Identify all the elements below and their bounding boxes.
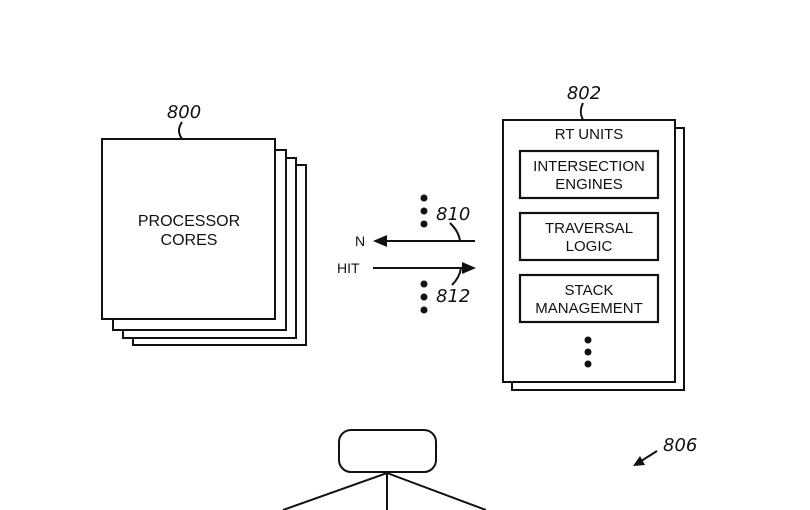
tree-root-node: [338, 429, 437, 473]
intersection-engines-line1: INTERSECTION: [533, 158, 645, 175]
leader-812: [451, 267, 462, 286]
bottom-dot-1: [420, 280, 428, 288]
top-dot-1: [420, 194, 428, 202]
top-dot-3: [420, 220, 428, 228]
tree-edge-right: [386, 472, 487, 510]
processor-sheet-1: [101, 138, 276, 320]
processor-label-line1: PROCESSOR: [138, 213, 240, 230]
ref-812: 812: [436, 286, 470, 307]
traversal-logic-box: [518, 211, 660, 262]
bottom-dot-2: [420, 293, 428, 301]
rt-units-title: RT UNITS: [555, 126, 624, 143]
hit-label: HIT: [337, 260, 360, 276]
rt-units-stack: RT UNITS INTERSECTION ENGINES TRAVERSAL …: [502, 119, 685, 391]
links: N 810 HIT 812: [337, 194, 476, 314]
ref-800: 800: [167, 102, 201, 123]
traversal-logic-line1: TRAVERSAL: [545, 220, 633, 237]
stack-management-line2: MANAGEMENT: [535, 300, 643, 317]
stack-management-line1: STACK: [565, 282, 614, 299]
n-arrowhead: [373, 235, 387, 247]
intersection-engines-line2: ENGINES: [555, 176, 623, 193]
hit-arrowhead: [462, 262, 476, 274]
leader-810: [449, 222, 461, 242]
bottom-dot-3: [420, 306, 428, 314]
rt-ellipsis-dot-1: [584, 336, 592, 344]
tree-fragment: [282, 429, 487, 510]
ref-810: 810: [436, 204, 470, 225]
rt-ellipsis-dot-2: [584, 348, 592, 356]
processor-cores-stack: PROCESSOR CORES: [101, 138, 307, 346]
stack-management-box: [518, 273, 660, 324]
n-label: N: [355, 233, 365, 249]
top-dot-2: [420, 207, 428, 215]
leader-806-arrowhead: [633, 456, 645, 466]
traversal-logic-line2: LOGIC: [566, 238, 613, 255]
processor-label-line2: CORES: [161, 232, 218, 249]
leader-802: [579, 102, 584, 121]
intersection-engines-box: [518, 149, 660, 200]
ref-806: 806: [663, 435, 697, 456]
leader-800: [178, 121, 183, 140]
tree-edge-left: [282, 472, 388, 510]
ref-802: 802: [567, 83, 601, 104]
rt-ellipsis-dot-3: [584, 360, 592, 368]
